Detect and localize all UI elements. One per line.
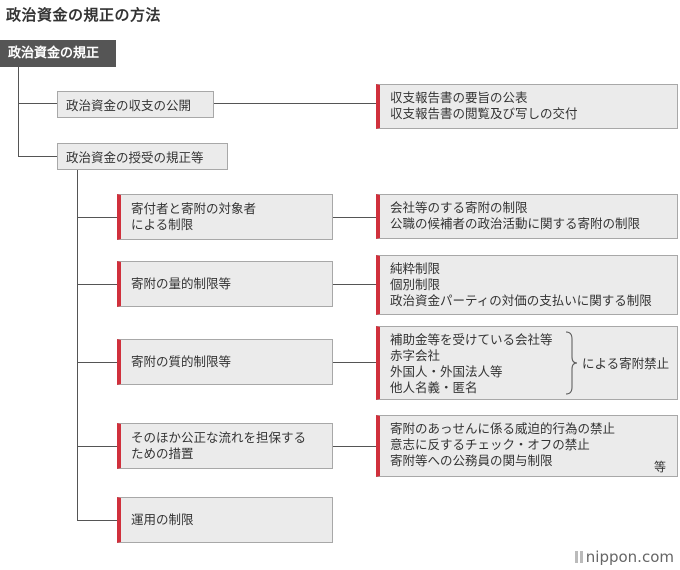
- logo-mark-icon: [574, 551, 583, 563]
- detail-item: 赤字会社: [390, 348, 441, 363]
- diagram-title: 政治資金の規正の方法: [6, 6, 162, 24]
- logo-text: nippon.com: [585, 548, 674, 566]
- node-label: 寄附の質的制限等: [131, 354, 232, 369]
- node-fairness: そのほか公正な流れを担保する ための措置: [117, 423, 333, 469]
- connector-line: [18, 67, 19, 157]
- brace-label: による寄附禁止: [582, 356, 670, 371]
- node-quantitative: 寄附の量的制限等: [117, 261, 333, 307]
- node-label: 寄附の量的制限等: [131, 276, 232, 291]
- connector-line: [214, 103, 376, 104]
- node-label: 運用の制限: [131, 512, 194, 527]
- detail-donor-restriction: 会社等のする寄附の制限 公職の候補者の政治活動に関する寄附の制限: [376, 194, 678, 239]
- connector-line: [333, 284, 376, 285]
- node-operation: 運用の制限: [117, 497, 333, 543]
- detail-qualitative: 補助金等を受けている会社等 赤字会社 外国人・外国法人等 他人名義・匿名 による…: [376, 326, 678, 400]
- detail-item: 純粋制限: [390, 261, 441, 276]
- connector-line: [333, 362, 376, 363]
- node-label: 政治資金の授受の規正等: [66, 150, 204, 165]
- detail-disclosure: 収支報告書の要旨の公表 収支報告書の閲覧及び写しの交付: [376, 84, 678, 129]
- detail-item: 寄附等への公務員の関与制限: [390, 453, 553, 468]
- etc-label: 等: [654, 460, 667, 474]
- connector-line: [77, 217, 117, 218]
- detail-item: 収支報告書の閲覧及び写しの交付: [390, 106, 578, 121]
- node-qualitative: 寄附の質的制限等: [117, 339, 333, 385]
- node-label: 寄付者と寄附の対象者: [131, 201, 257, 216]
- root-node: 政治資金の規正: [0, 40, 116, 67]
- brace-icon: [565, 331, 578, 395]
- detail-item: 意志に反するチェック・オフの禁止: [390, 437, 590, 452]
- node-label: による制限: [131, 217, 194, 232]
- node-disclosure: 政治資金の収支の公開: [57, 91, 214, 118]
- detail-item: 補助金等を受けている会社等: [390, 332, 553, 347]
- connector-line: [77, 284, 117, 285]
- detail-item: 外国人・外国法人等: [390, 364, 503, 379]
- detail-item: 寄附のあっせんに係る威迫的行為の禁止: [390, 421, 616, 436]
- node-donor-restriction: 寄付者と寄附の対象者 による制限: [117, 194, 333, 240]
- nippon-logo: nippon.com: [574, 548, 674, 566]
- detail-item: 他人名義・匿名: [390, 380, 478, 395]
- connector-line: [333, 217, 376, 218]
- detail-item: 収支報告書の要旨の公表: [390, 90, 528, 105]
- detail-fairness: 寄附のあっせんに係る威迫的行為の禁止 意志に反するチェック・オフの禁止 寄附等へ…: [376, 415, 678, 477]
- node-label: 政治資金の収支の公開: [66, 98, 192, 113]
- node-label: ための措置: [131, 446, 194, 461]
- connector-line: [77, 446, 117, 447]
- node-label: そのほか公正な流れを担保する: [131, 430, 307, 445]
- connector-line: [18, 103, 58, 104]
- detail-item: 公職の候補者の政治活動に関する寄附の制限: [390, 216, 641, 231]
- connector-line: [77, 362, 117, 363]
- connector-line: [77, 520, 117, 521]
- connector-line: [333, 446, 376, 447]
- detail-quantitative: 純粋制限 個別制限 政治資金パーティの対価の支払いに関する制限: [376, 255, 678, 315]
- detail-item: 会社等のする寄附の制限: [390, 200, 528, 215]
- connector-line: [77, 169, 78, 521]
- node-regulation: 政治資金の授受の規正等: [57, 143, 228, 170]
- connector-line: [18, 156, 58, 157]
- detail-item: 個別制限: [390, 277, 441, 292]
- detail-item: 政治資金パーティの対価の支払いに関する制限: [390, 293, 652, 308]
